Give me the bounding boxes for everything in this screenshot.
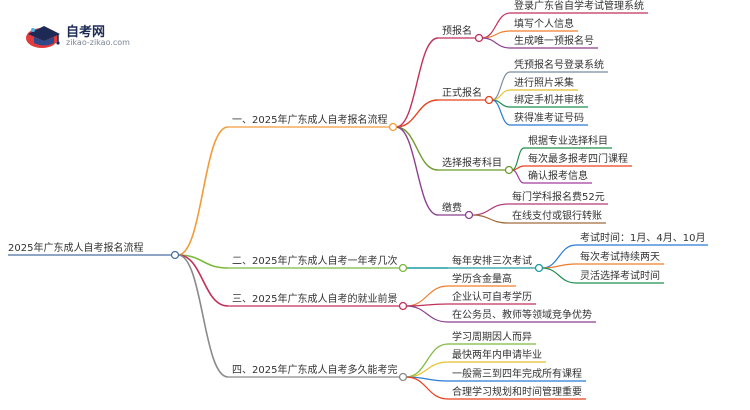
sub-branch-node-label[interactable]: 选择报考科目 [442,156,502,169]
graduation-cap-icon [26,26,60,48]
sub-branch-node-label[interactable]: 正式报名 [442,86,482,99]
branch-edge [177,126,229,256]
leaf-edge [471,203,509,216]
leaf-node-label[interactable]: 确认报考信息 [528,169,588,182]
branch-node-toggle[interactable] [398,372,408,382]
leaf-node-label[interactable]: 最快两年内申请毕业 [452,348,542,361]
sub-branch-edge [395,99,439,128]
leaf-node-label[interactable]: 进行照片采集 [514,76,574,89]
branch-node-label[interactable]: 四、2025年广东成人自考多久能考完 [232,363,397,376]
leaf-edge [405,285,449,307]
sub-branch-node-toggle[interactable] [504,165,514,175]
leaf-edge [405,343,449,378]
root-node-toggle[interactable] [170,250,180,260]
logo-url: zikao-zikao.com [66,38,130,47]
branch-edge [177,254,229,307]
leaf-node-label[interactable]: 每次最多报考四门课程 [528,152,628,165]
branch-node-label[interactable]: 二、2025年广东成人自考一年考几次 [232,254,397,267]
leaf-node-label[interactable]: 填写个人信息 [514,17,574,30]
leaf-node-label[interactable]: 在线支付或银行转账 [512,209,602,222]
leaf-node-label[interactable]: 每门学科报名费52元 [512,190,605,203]
site-logo[interactable]: 自考网 zikao-zikao.com [24,20,154,50]
leaf-node-label[interactable]: 登录广东省自学考试管理系统 [514,0,644,12]
leaf-node-label[interactable]: 在公务员、教师等领域竞争优势 [452,308,592,321]
leaf-node-label[interactable]: 根据专业选择科目 [528,134,608,147]
branch-node-toggle[interactable] [398,263,408,273]
leaf-node-label[interactable]: 考试时间：1月、4月、10月 [580,231,705,244]
leaf-node-label[interactable]: 一般需三到四年完成所有课程 [452,367,582,380]
leaf-node-label[interactable]: 绑定手机并审核 [514,93,584,106]
sub-branch-node-label[interactable]: 每年安排三次考试 [452,254,532,267]
leaf-edge [511,165,525,171]
sub-branch-edge [395,126,439,171]
sub-branch-edge [395,37,439,128]
leaf-edge [491,99,511,126]
leaf-edge [541,267,577,284]
leaf-edge [405,361,449,378]
sub-branch-node-label[interactable]: 预报名 [442,24,472,37]
branch-node-label[interactable]: 三、2025年广东成人自考的就业前景 [232,292,397,305]
leaf-edge [405,305,449,323]
sub-branch-node-toggle[interactable] [484,95,494,105]
leaf-node-label[interactable]: 企业认可自考学历 [452,290,532,303]
leaf-node-label[interactable]: 凭预报名号登录系统 [514,58,604,71]
sub-branch-node-toggle[interactable] [464,210,474,220]
branch-node-toggle[interactable] [398,301,408,311]
sub-branch-edge [395,126,439,216]
leaf-edge [405,376,449,400]
leaf-node-label[interactable]: 合理学习规划和时间管理重要 [452,385,582,398]
leaf-edge [471,214,509,224]
mindmap-edges [8,12,708,400]
leaf-edge [481,37,511,49]
leaf-edge [511,169,525,184]
leaf-node-label[interactable]: 学习周期因人而异 [452,330,532,343]
leaf-node-label[interactable]: 获得准考证号码 [514,112,584,124]
mindmap-nodes: 2025年广东成人自考报名流程 一、2025年广东成人自考报名流程 预报名 登录广东省… [8,0,705,398]
leaf-node-label[interactable]: 学历含金量高 [452,272,512,285]
sub-branch-node-toggle[interactable] [534,263,544,273]
logo-title: 自考网 [66,25,106,40]
branch-node-toggle[interactable] [388,122,398,132]
leaf-edge [541,263,577,269]
branch-edge [177,254,229,378]
sub-branch-node-label[interactable]: 缴费 [442,201,462,214]
leaf-node-label[interactable]: 灵活选择考试时间 [580,269,660,282]
sub-branch-node-toggle[interactable] [474,33,484,43]
leaf-node-label[interactable]: 每次考试持续两天 [580,250,660,263]
root-node-label[interactable]: 2025年广东成人自考报名流程 [8,241,143,254]
branch-node-label[interactable]: 一、2025年广东成人自考报名流程 [232,113,387,126]
leaf-node-label[interactable]: 生成唯一预报名号 [514,34,594,47]
